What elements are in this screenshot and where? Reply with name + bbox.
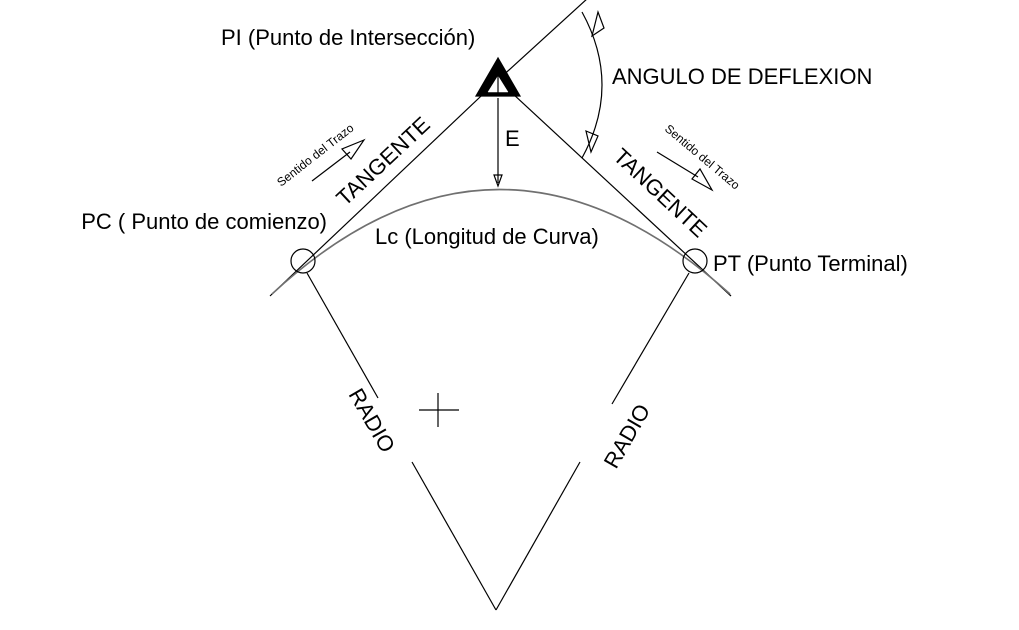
curve-length-label: Lc (Longitud de Curva) (375, 224, 599, 249)
deflection-angle-arc (581, 11, 603, 159)
deflection-angle-label: ANGULO DE DEFLEXION (612, 64, 872, 89)
deflection-arrow-bottom (585, 129, 599, 154)
external-distance-arrow (493, 174, 503, 188)
pt-point-marker (682, 248, 708, 274)
pt-label: PT (Punto Terminal) (713, 251, 908, 276)
pi-label: PI (Punto de Intersección) (221, 25, 475, 50)
radius-line-left-upper (306, 272, 379, 399)
direction-arrow-left (311, 138, 366, 182)
tangent-extension-line (497, 0, 587, 81)
circular-curve (271, 188, 731, 295)
pc-label: PC ( Punto de comienzo) (81, 209, 327, 234)
radius-label-right: RADIO (599, 400, 655, 473)
radius-line-right-upper (611, 272, 690, 405)
radius-line-right-lower (495, 461, 581, 611)
pc-point-marker (290, 248, 316, 274)
pi-symbol (474, 56, 522, 97)
direction-arrow-right (656, 151, 714, 192)
deflection-arrow-top (591, 9, 605, 38)
tangent-line-right (497, 79, 732, 297)
radius-label-left: RADIO (344, 384, 400, 457)
tangent-line-left (269, 79, 499, 297)
center-crosshair-icon (419, 393, 459, 427)
radius-line-left-lower (411, 461, 497, 611)
external-distance-label: E (505, 126, 520, 151)
direction-label-right: Sentido del Trazo (662, 122, 743, 193)
